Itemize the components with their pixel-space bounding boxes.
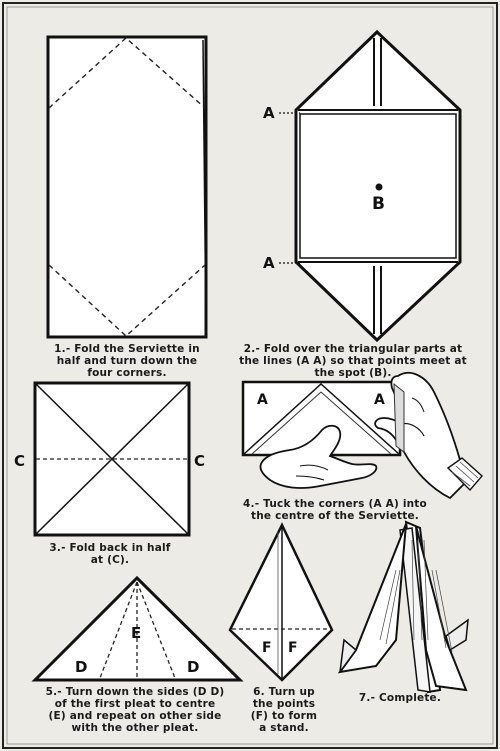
label-a-upper: A <box>263 104 275 122</box>
label-d-left: D <box>75 658 87 676</box>
label-e: E <box>131 624 141 642</box>
label-a-left: A <box>257 392 268 408</box>
step-4-caption: 4.- Tuck the corners (A A) into the cent… <box>243 498 427 522</box>
label-f-left: F <box>262 640 272 656</box>
step-7-figure <box>337 520 469 694</box>
step-7-caption: 7.- Complete. <box>358 692 442 704</box>
label-d-right: D <box>187 658 199 676</box>
step-3-figure <box>33 381 191 537</box>
step-2-figure <box>279 29 462 343</box>
step-4-figure <box>241 371 483 500</box>
label-a-lower: A <box>263 254 275 272</box>
step-1-figure <box>46 35 208 339</box>
step-2-caption: 2.- Fold over the triangular parts at th… <box>239 343 467 379</box>
step-5-figure <box>31 575 244 682</box>
step-5-caption: 5.- Turn down the sides (D D) of the fir… <box>45 686 225 734</box>
step-1-caption: 1.- Fold the Serviette in half and turn … <box>54 343 200 379</box>
label-a-right: A <box>374 392 385 408</box>
label-c-right: C <box>194 452 205 470</box>
label-c-left: C <box>14 452 25 470</box>
label-f-right: F <box>288 640 298 656</box>
step-3-caption: 3.- Fold back in half at (C). <box>49 542 171 566</box>
step-6-figure <box>228 522 334 682</box>
label-b: B <box>372 194 385 214</box>
inner-frame <box>6 6 494 745</box>
step-6-caption: 6. Turn up the points (F) to form a stan… <box>250 686 318 734</box>
